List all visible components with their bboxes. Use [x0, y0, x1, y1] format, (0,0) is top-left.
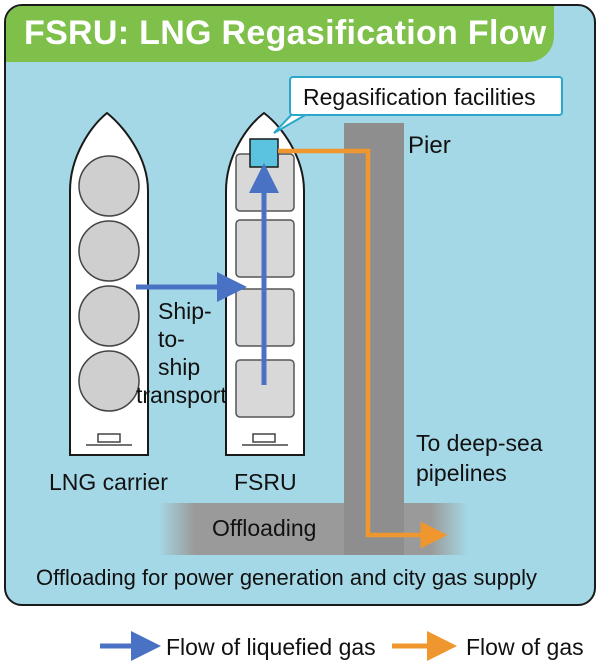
diagram-frame: FSRU: LNG Regasification Flow [4, 4, 596, 606]
offloading-label: Offloading [212, 515, 317, 541]
title-banner: FSRU: LNG Regasification Flow [6, 6, 554, 62]
pier [344, 123, 404, 555]
ship-to-ship-label-line2: to- [158, 326, 185, 352]
deep-sea-label-line2: pipelines [416, 460, 507, 486]
ship-to-ship-label-line4: transport [136, 382, 227, 408]
legend-gas-label: Flow of gas [466, 634, 584, 660]
pier-label: Pier [408, 132, 451, 159]
callout-label: Regasification facilities [303, 84, 536, 110]
fsru-label: FSRU [234, 469, 297, 495]
ship-to-ship-label-line1: Ship- [158, 298, 212, 324]
legend-liquefied-label: Flow of liquefied gas [166, 634, 376, 660]
lng-carrier-label: LNG carrier [49, 469, 168, 495]
deep-sea-label-line1: To deep-sea [416, 430, 543, 456]
regasification-unit [249, 138, 279, 168]
lng-carrier-ship [69, 111, 149, 456]
lng-tank [78, 350, 140, 412]
offloading-band [158, 503, 468, 555]
diagram-title: FSRU: LNG Regasification Flow [24, 14, 547, 52]
lng-tank [78, 220, 140, 282]
gas-flow-arrow [278, 148, 448, 549]
legend: Flow of liquefied gas Flow of gas [0, 612, 598, 668]
ship-to-ship-label-line3: ship [158, 354, 201, 380]
diagram-scene [69, 109, 468, 555]
lng-tank [78, 285, 140, 347]
regasification-callout: Regasification facilities [289, 76, 563, 116]
offloading-caption: Offloading for power generation and city… [36, 565, 538, 590]
legend-arrows [100, 631, 457, 661]
lng-tank [78, 155, 140, 217]
